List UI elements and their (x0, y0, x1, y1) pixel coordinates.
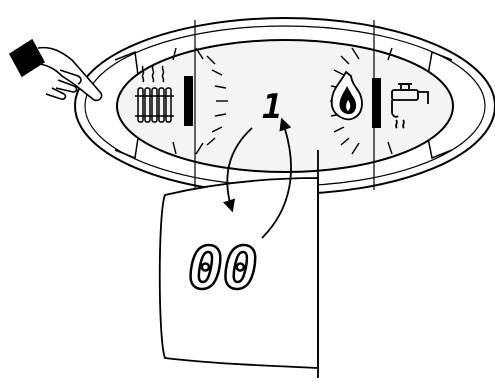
button-bottom-right[interactable] (427, 137, 453, 160)
heating-dial-ticks (172, 47, 228, 155)
flame-icon (330, 70, 363, 121)
button-bottom-left[interactable] (114, 137, 139, 160)
tap-icon (391, 83, 429, 129)
double-arrow-icon (222, 117, 292, 239)
zoom-readout: 00 (188, 234, 258, 302)
display-oval (116, 39, 454, 173)
heating-knob[interactable] (172, 47, 228, 155)
button-top-left[interactable] (114, 50, 139, 76)
button-top-right[interactable] (427, 50, 453, 76)
zoom-display-card (158, 177, 319, 369)
main-digit-display: 1 (262, 87, 282, 127)
hand-pointer-icon (8, 38, 103, 102)
radiator-icon (135, 65, 174, 123)
heating-level-bar (184, 76, 193, 126)
hot-water-level-bar (372, 78, 381, 128)
